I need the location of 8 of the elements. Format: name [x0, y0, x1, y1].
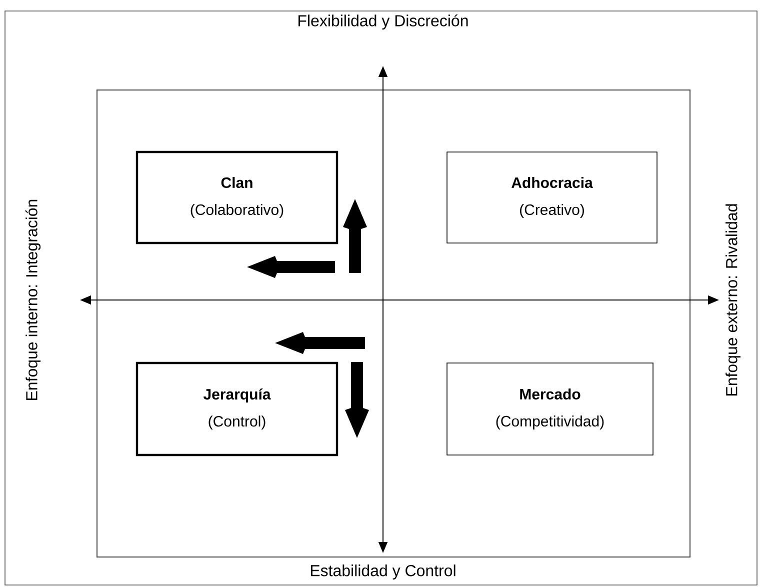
quadrant-box: Adhocracia (Creativo): [446, 152, 658, 244]
quadrant-box: Mercado (Competitividad): [446, 362, 654, 456]
quadrant-box: Clan (Colaborativo): [136, 150, 338, 244]
axis-label: Enfoque interno: Integración: [25, 200, 41, 400]
axis-label: Enfoque externo: Rivalidad: [726, 204, 740, 396]
axis-label: Estabilidad y Control: [310, 564, 456, 580]
quadrant-box: Jerarquía (Control): [136, 362, 338, 456]
axis-label: Flexibilidad y Discreción: [298, 14, 468, 30]
